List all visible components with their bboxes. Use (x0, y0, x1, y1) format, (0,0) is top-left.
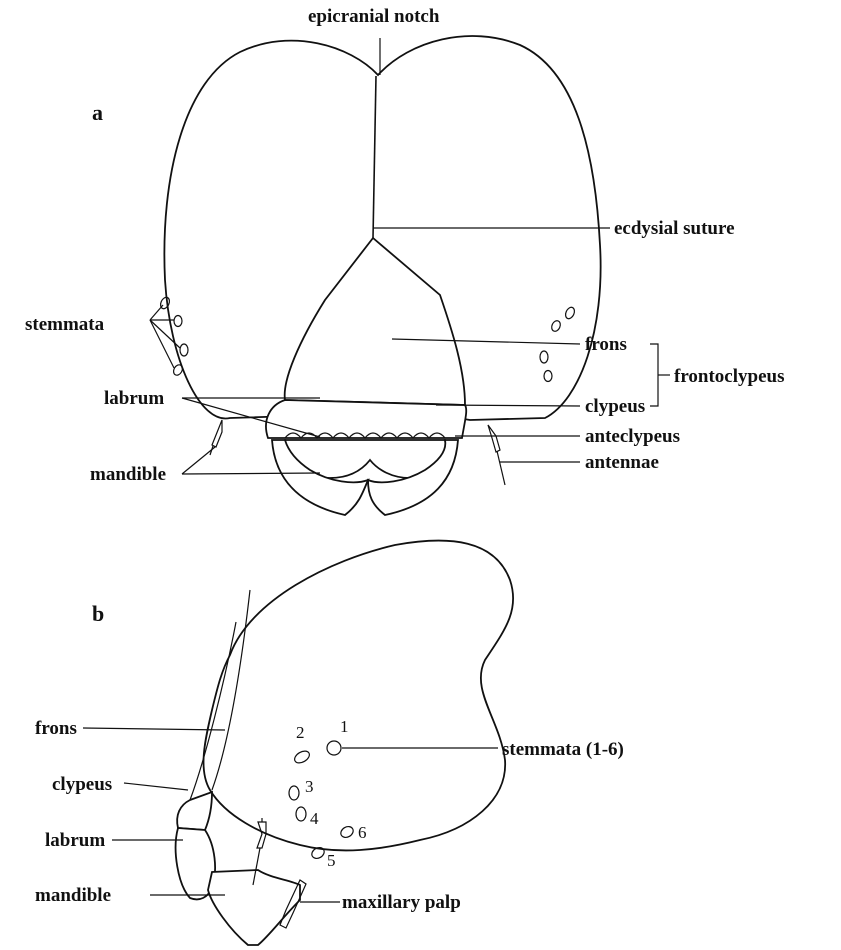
label-mandible-b: mandible (35, 885, 111, 906)
label-frontoclypeus: frontoclypeus (674, 366, 784, 387)
head-capsule-lateral-outline (204, 541, 514, 851)
label-stemmata-a: stemmata (25, 314, 105, 335)
antenna-left (212, 420, 222, 447)
antenna-right-stalk (497, 451, 505, 485)
panel-a-letter: a (92, 100, 103, 125)
clypeus-lateral (177, 792, 212, 830)
label-maxillary-palp: maxillary palp (342, 892, 461, 913)
stemma-number-4: 4 (310, 809, 319, 828)
label-antennae: antennae (585, 452, 659, 473)
label-labrum-b: labrum (45, 830, 105, 851)
label-anteclypeus: anteclypeus (585, 426, 680, 447)
panel-a-head-frontal (159, 36, 601, 515)
label-frons-a: frons (585, 334, 627, 355)
stemma-number-1: 1 (340, 717, 349, 736)
label-stemmata-b: stemmata (1-6) (502, 739, 624, 760)
label-clypeus-a: clypeus (585, 396, 645, 417)
label-epicranial-notch: epicranial notch (308, 6, 440, 27)
label-clypeus-b: clypeus (52, 774, 112, 795)
stemma-number-5: 5 (327, 851, 336, 870)
panel-b-head-lateral (176, 541, 514, 945)
panel-b-letter: b (92, 601, 104, 626)
stemma-number-2: 2 (296, 723, 305, 742)
clypeus-plate (266, 400, 466, 438)
stemma-number-6: 6 (358, 823, 367, 842)
stemma-number-3: 3 (305, 777, 314, 796)
label-mandible-a: mandible (90, 464, 166, 485)
antenna-right (488, 425, 500, 452)
label-labrum-a: labrum (104, 388, 164, 409)
label-ecdysial-suture: ecdysial suture (614, 218, 735, 239)
label-frons-b: frons (35, 718, 77, 739)
